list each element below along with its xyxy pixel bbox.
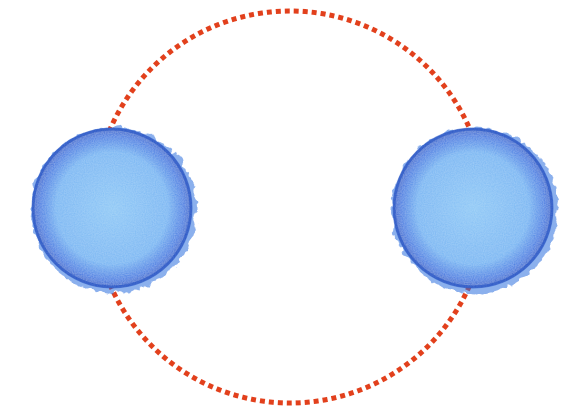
left-star [29,125,195,291]
right-star [390,125,556,291]
star-layer [29,125,556,291]
